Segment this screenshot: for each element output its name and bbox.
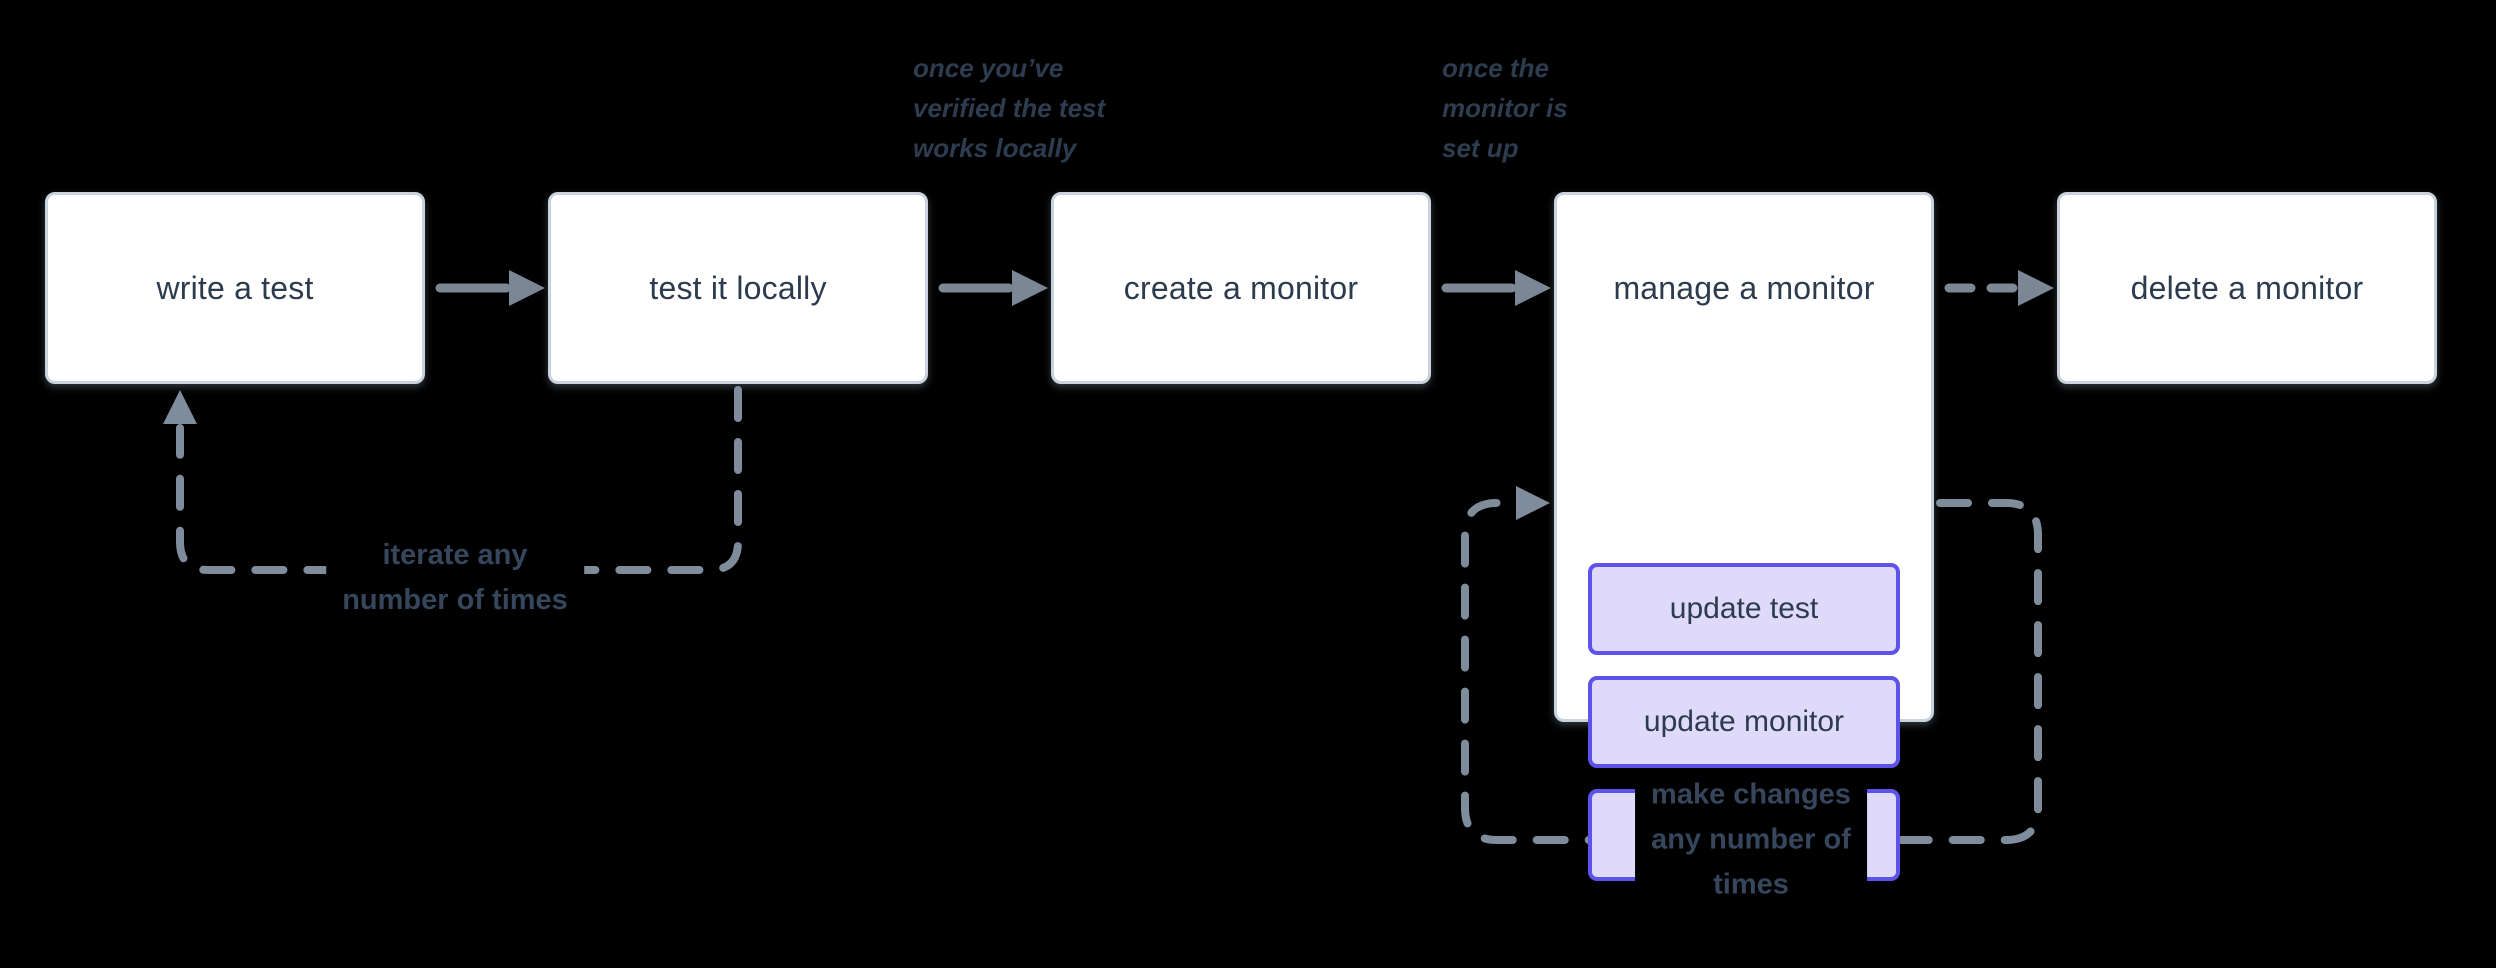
node-manage-a-monitor: manage a monitor update test update moni… xyxy=(1554,192,1934,881)
node-create-a-monitor: create a monitor xyxy=(1051,192,1431,384)
loop-path-iterate xyxy=(176,386,742,574)
node-test-it-locally: test it locally xyxy=(548,192,928,384)
node-write-a-test-label: write a test xyxy=(156,269,314,306)
loop-label-line: times xyxy=(1713,868,1789,901)
loop-label-line: any number of xyxy=(1651,823,1851,856)
loop-label-iterate: iterate any number of times xyxy=(326,529,584,627)
node-test-it-locally-label: test it locally xyxy=(649,269,827,306)
annotation-line: verified the test xyxy=(913,93,1106,123)
button-update-test-label: update test xyxy=(1669,592,1819,625)
arrowhead-test-to-create xyxy=(1012,270,1048,306)
button-update-test: update test xyxy=(1588,563,1900,655)
annotation-line: monitor is xyxy=(1442,93,1568,123)
annotation-verified-locally: once you’ve verified the test works loca… xyxy=(913,48,1105,168)
arrowhead-write-to-test xyxy=(509,270,545,306)
node-manage-a-monitor-label: manage a monitor xyxy=(1613,269,1875,306)
loop-label-line: iterate any xyxy=(382,539,528,571)
loop-label-line: number of times xyxy=(342,584,568,616)
node-create-a-monitor-label: create a monitor xyxy=(1123,269,1359,306)
arrowhead-manage-to-delete xyxy=(2018,270,2054,306)
annotation-line: works locally xyxy=(913,133,1077,163)
annotation-line: set up xyxy=(1442,133,1519,163)
arrowhead-make-changes-right xyxy=(1516,486,1550,520)
node-delete-a-monitor-label: delete a monitor xyxy=(2130,269,2364,306)
node-write-a-test: write a test xyxy=(45,192,425,384)
loop-label-line: make changes xyxy=(1651,778,1851,811)
node-delete-a-monitor: delete a monitor xyxy=(2057,192,2437,384)
loop-label-make-changes: make changes any number of times xyxy=(1635,768,1867,912)
arrowhead-create-to-manage xyxy=(1515,270,1551,306)
button-update-monitor: update monitor xyxy=(1588,676,1900,768)
annotation-line: once you’ve xyxy=(913,53,1064,83)
annotation-monitor-set-up: once the monitor is set up xyxy=(1442,48,1568,168)
annotation-line: once the xyxy=(1442,53,1549,83)
button-update-monitor-label: update monitor xyxy=(1643,705,1845,738)
arrowhead-iterate-up xyxy=(163,390,197,424)
